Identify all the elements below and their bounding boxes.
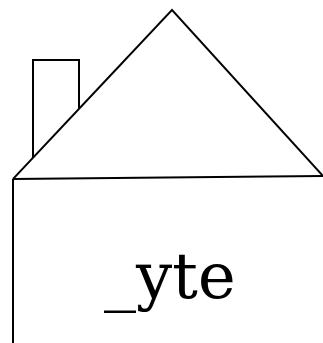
house-label: _yte [104,240,236,314]
roof [13,10,323,179]
chimney [33,60,79,157]
roof-eave-line [13,176,323,179]
